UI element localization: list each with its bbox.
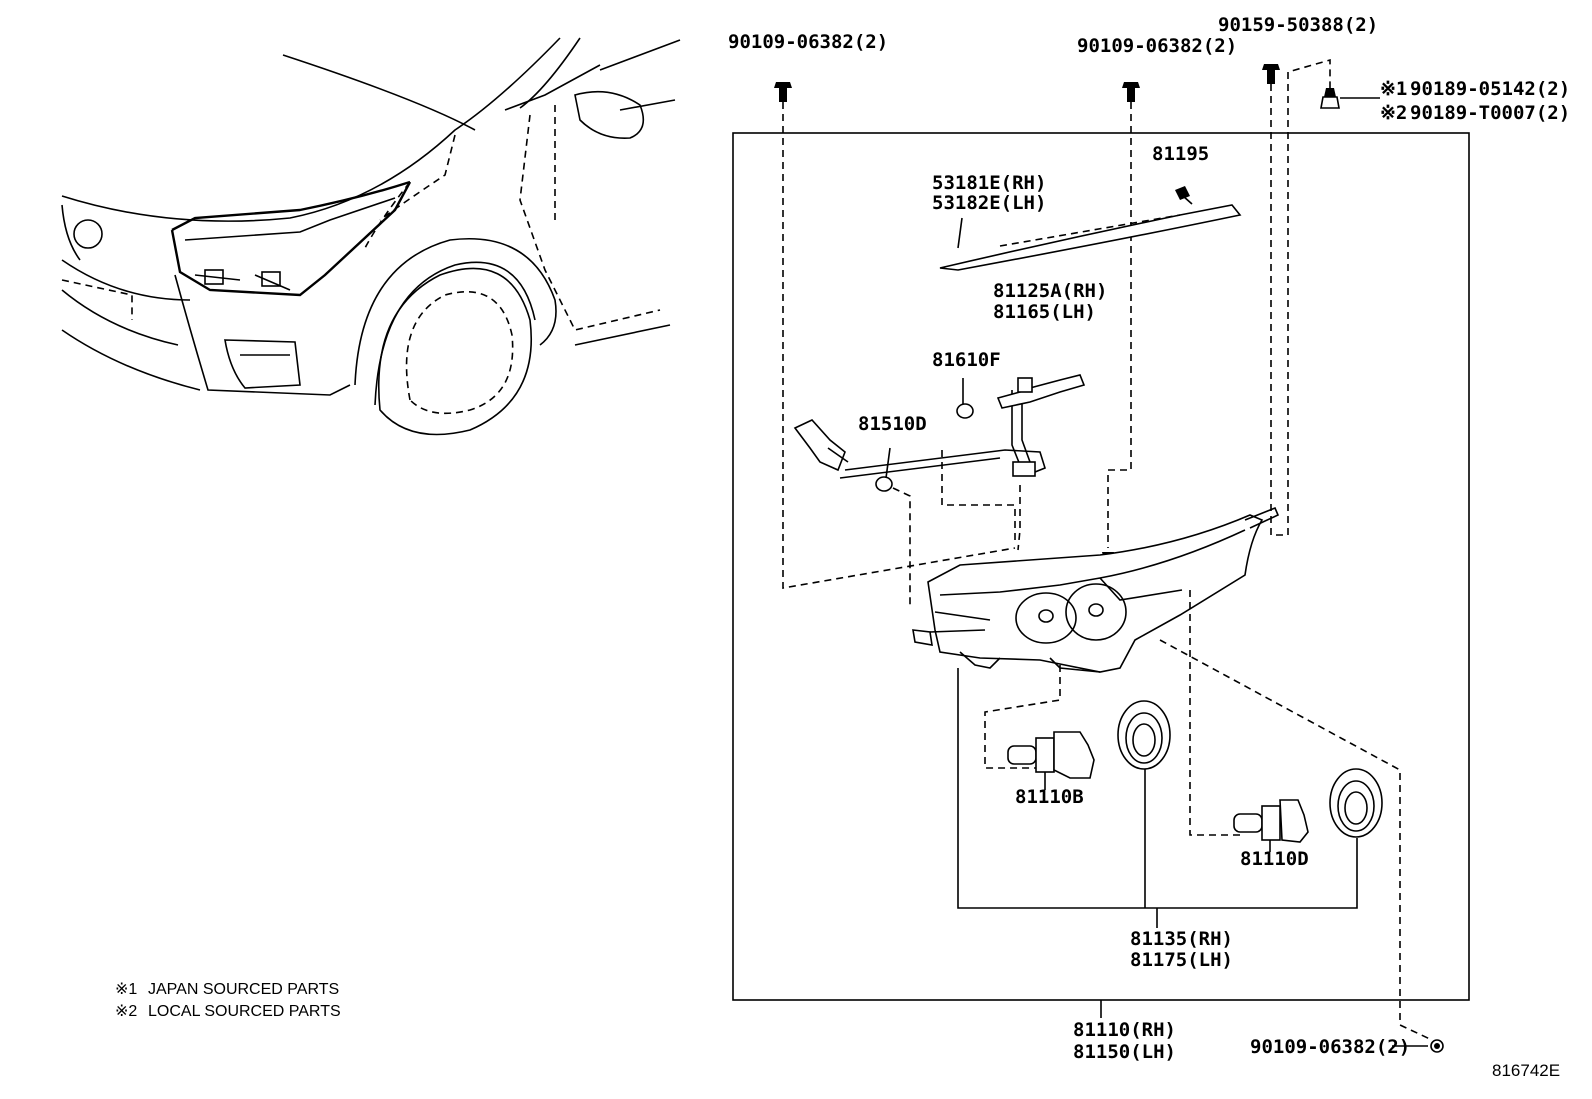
note-2-text: LOCAL SOURCED PARTS [148, 1003, 341, 1020]
label-clip-1-mark: ※1 [1380, 78, 1407, 100]
label-cover-rh: 81135(RH) [1130, 928, 1233, 950]
screw-bottom-right [1159, 639, 1444, 1053]
label-clip-2-mark: ※2 [1380, 102, 1407, 124]
label-garnish-lh: 53182E(LH) [932, 192, 1046, 214]
label-top-left-screw: 90109-06382(2) [728, 31, 888, 53]
label-top-mid-screw: 90109-06382(2) [1077, 35, 1237, 57]
label-garnish-rh: 53181E(RH) [932, 172, 1046, 194]
car-front-illustration [61, 37, 681, 436]
label-socket-lh: 81165(LH) [993, 301, 1096, 323]
dash-guide-3 [984, 665, 1061, 769]
clip-81195 [1175, 186, 1193, 205]
label-81110d: 81110D [1240, 848, 1309, 870]
socket-wire-assy [793, 374, 1086, 605]
label-81110b: 81110B [1015, 786, 1084, 808]
label-81195: 81195 [1152, 143, 1209, 165]
label-assy-lh: 81150(LH) [1073, 1041, 1176, 1063]
headlamp-assembly [912, 506, 1280, 673]
note-1-text: JAPAN SOURCED PARTS [148, 981, 339, 998]
cover-rh [1117, 700, 1171, 770]
bulb-81110d [1233, 799, 1309, 852]
dash-guide-2 [1017, 485, 1021, 551]
screw-top-right [1262, 58, 1331, 536]
label-top-right-screw: 90159-50388(2) [1218, 14, 1378, 36]
screw-top-mid [1102, 82, 1140, 560]
bulb-81110b [1007, 731, 1095, 790]
label-socket-rh: 81125A(RH) [993, 280, 1107, 302]
label-81510d: 81510D [858, 413, 927, 435]
dash-guide-1 [941, 450, 1016, 545]
illustration-code: 816742E [1492, 1061, 1560, 1080]
headlamp-garnish [939, 204, 1242, 271]
source-notes: ※1 JAPAN SOURCED PARTS ※2 LOCAL SOURCED … [115, 981, 341, 1020]
cover-lh [1329, 768, 1383, 838]
label-cover-lh: 81175(LH) [1130, 949, 1233, 971]
note-1-mark: ※1 [115, 981, 137, 998]
dash-guide-4 [1189, 590, 1240, 836]
label-assy-rh: 81110(RH) [1073, 1019, 1176, 1041]
label-81610f: 81610F [932, 349, 1001, 371]
note-2-mark: ※2 [115, 1003, 137, 1020]
label-bottom-right-screw: 90109-06382(2) [1250, 1036, 1410, 1058]
clip-top-right [1320, 88, 1380, 109]
label-clip-1: 90189-05142(2) [1410, 78, 1570, 100]
label-clip-2: 90189-T0007(2) [1410, 102, 1570, 124]
screw-top-left [774, 82, 1016, 589]
